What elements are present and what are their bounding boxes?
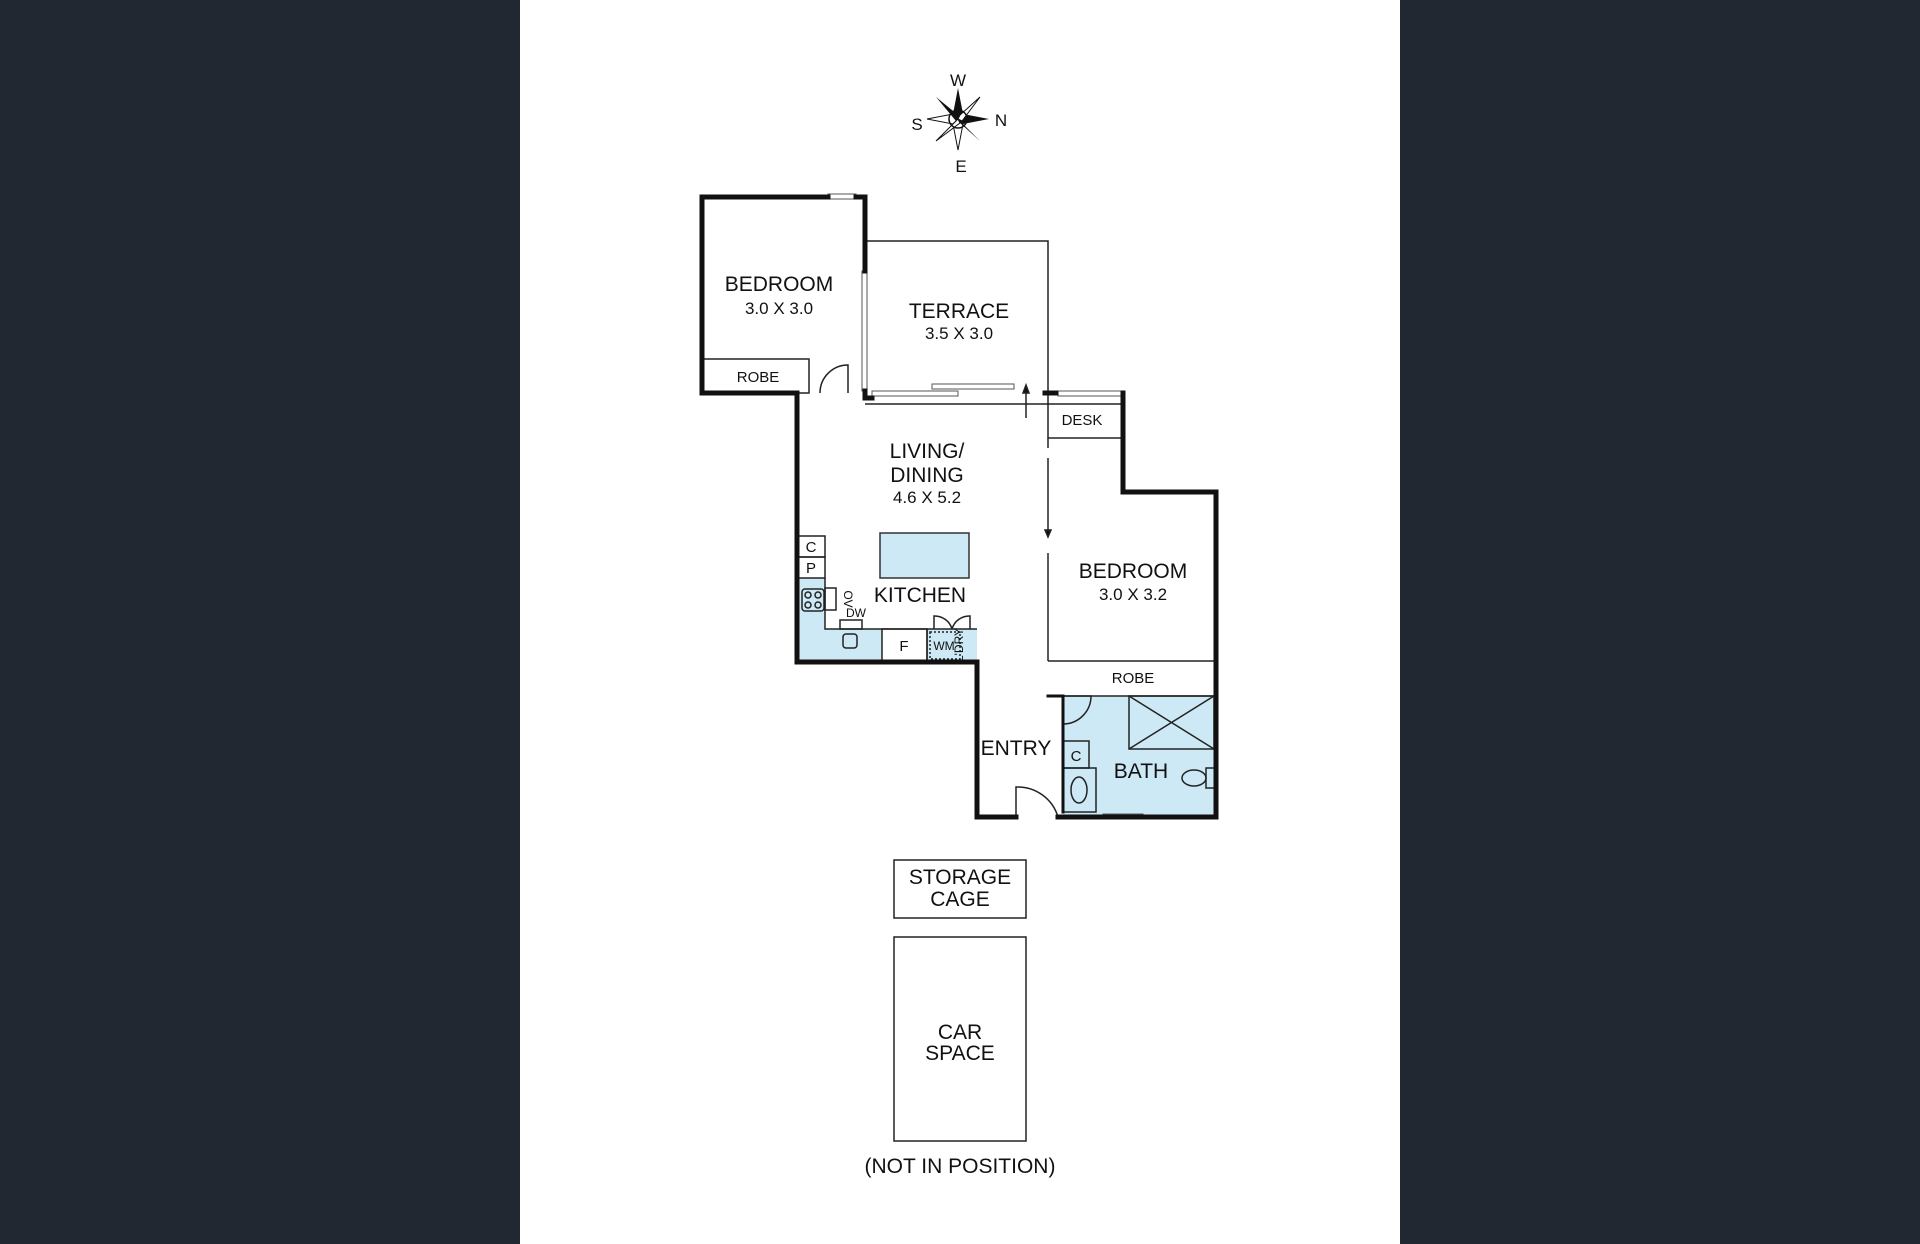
entry-label: ENTRY	[981, 737, 1052, 760]
compass-s: S	[911, 115, 922, 134]
storage-label-1: STORAGE	[909, 866, 1011, 889]
window	[931, 383, 1015, 390]
car-space	[893, 936, 1027, 1142]
bedroom2-label: BEDROOM	[1079, 560, 1188, 583]
bath-area	[1063, 696, 1216, 817]
compass-e: E	[955, 157, 966, 176]
storage-cage	[893, 859, 1027, 919]
kitchen-label: KITCHEN	[874, 584, 966, 607]
bedroom1-label: BEDROOM	[725, 273, 834, 296]
washing-machine-label: WM	[933, 639, 954, 653]
living-label-1: LIVING/	[890, 440, 965, 463]
laundry-area	[927, 629, 977, 662]
compass-rose-icon	[926, 88, 989, 151]
storage-label-2: CAGE	[930, 888, 990, 911]
robe2-label: ROBE	[1112, 670, 1155, 687]
window	[827, 193, 857, 200]
window	[871, 390, 959, 397]
compass-n: N	[995, 111, 1007, 130]
dishwasher-label: DW	[846, 606, 867, 620]
car-label-1: CAR	[938, 1021, 982, 1044]
living-dims: 4.6 X 5.2	[893, 488, 961, 507]
fridge-label: F	[899, 638, 908, 655]
window	[1057, 390, 1122, 397]
not-in-position-note: (NOT IN POSITION)	[865, 1155, 1056, 1178]
kitchen-c-label: C	[806, 539, 817, 556]
terrace-dims: 3.5 X 3.0	[925, 324, 993, 343]
bath-c-label: C	[1071, 748, 1082, 765]
exterior-walls	[699, 194, 1219, 820]
kitchen-sink-bench	[797, 629, 882, 662]
robe1-label: ROBE	[737, 369, 780, 386]
living-label-2: DINING	[890, 464, 964, 487]
bedroom2-dims: 3.0 X 3.2	[1099, 585, 1167, 604]
window	[861, 270, 868, 392]
desk-label: DESK	[1062, 412, 1103, 429]
kitchen-p-label: P	[806, 560, 816, 577]
oven-label: OV	[841, 590, 855, 607]
laundry-label: L'DRY	[952, 628, 966, 662]
bedroom1-dims: 3.0 X 3.0	[745, 299, 813, 318]
kitchen-island	[879, 532, 970, 579]
floorplan-sheet	[520, 0, 1400, 1244]
bath-label: BATH	[1114, 760, 1168, 783]
car-label-2: SPACE	[925, 1042, 995, 1065]
compass-w: W	[950, 71, 966, 90]
terrace-label: TERRACE	[909, 300, 1009, 323]
